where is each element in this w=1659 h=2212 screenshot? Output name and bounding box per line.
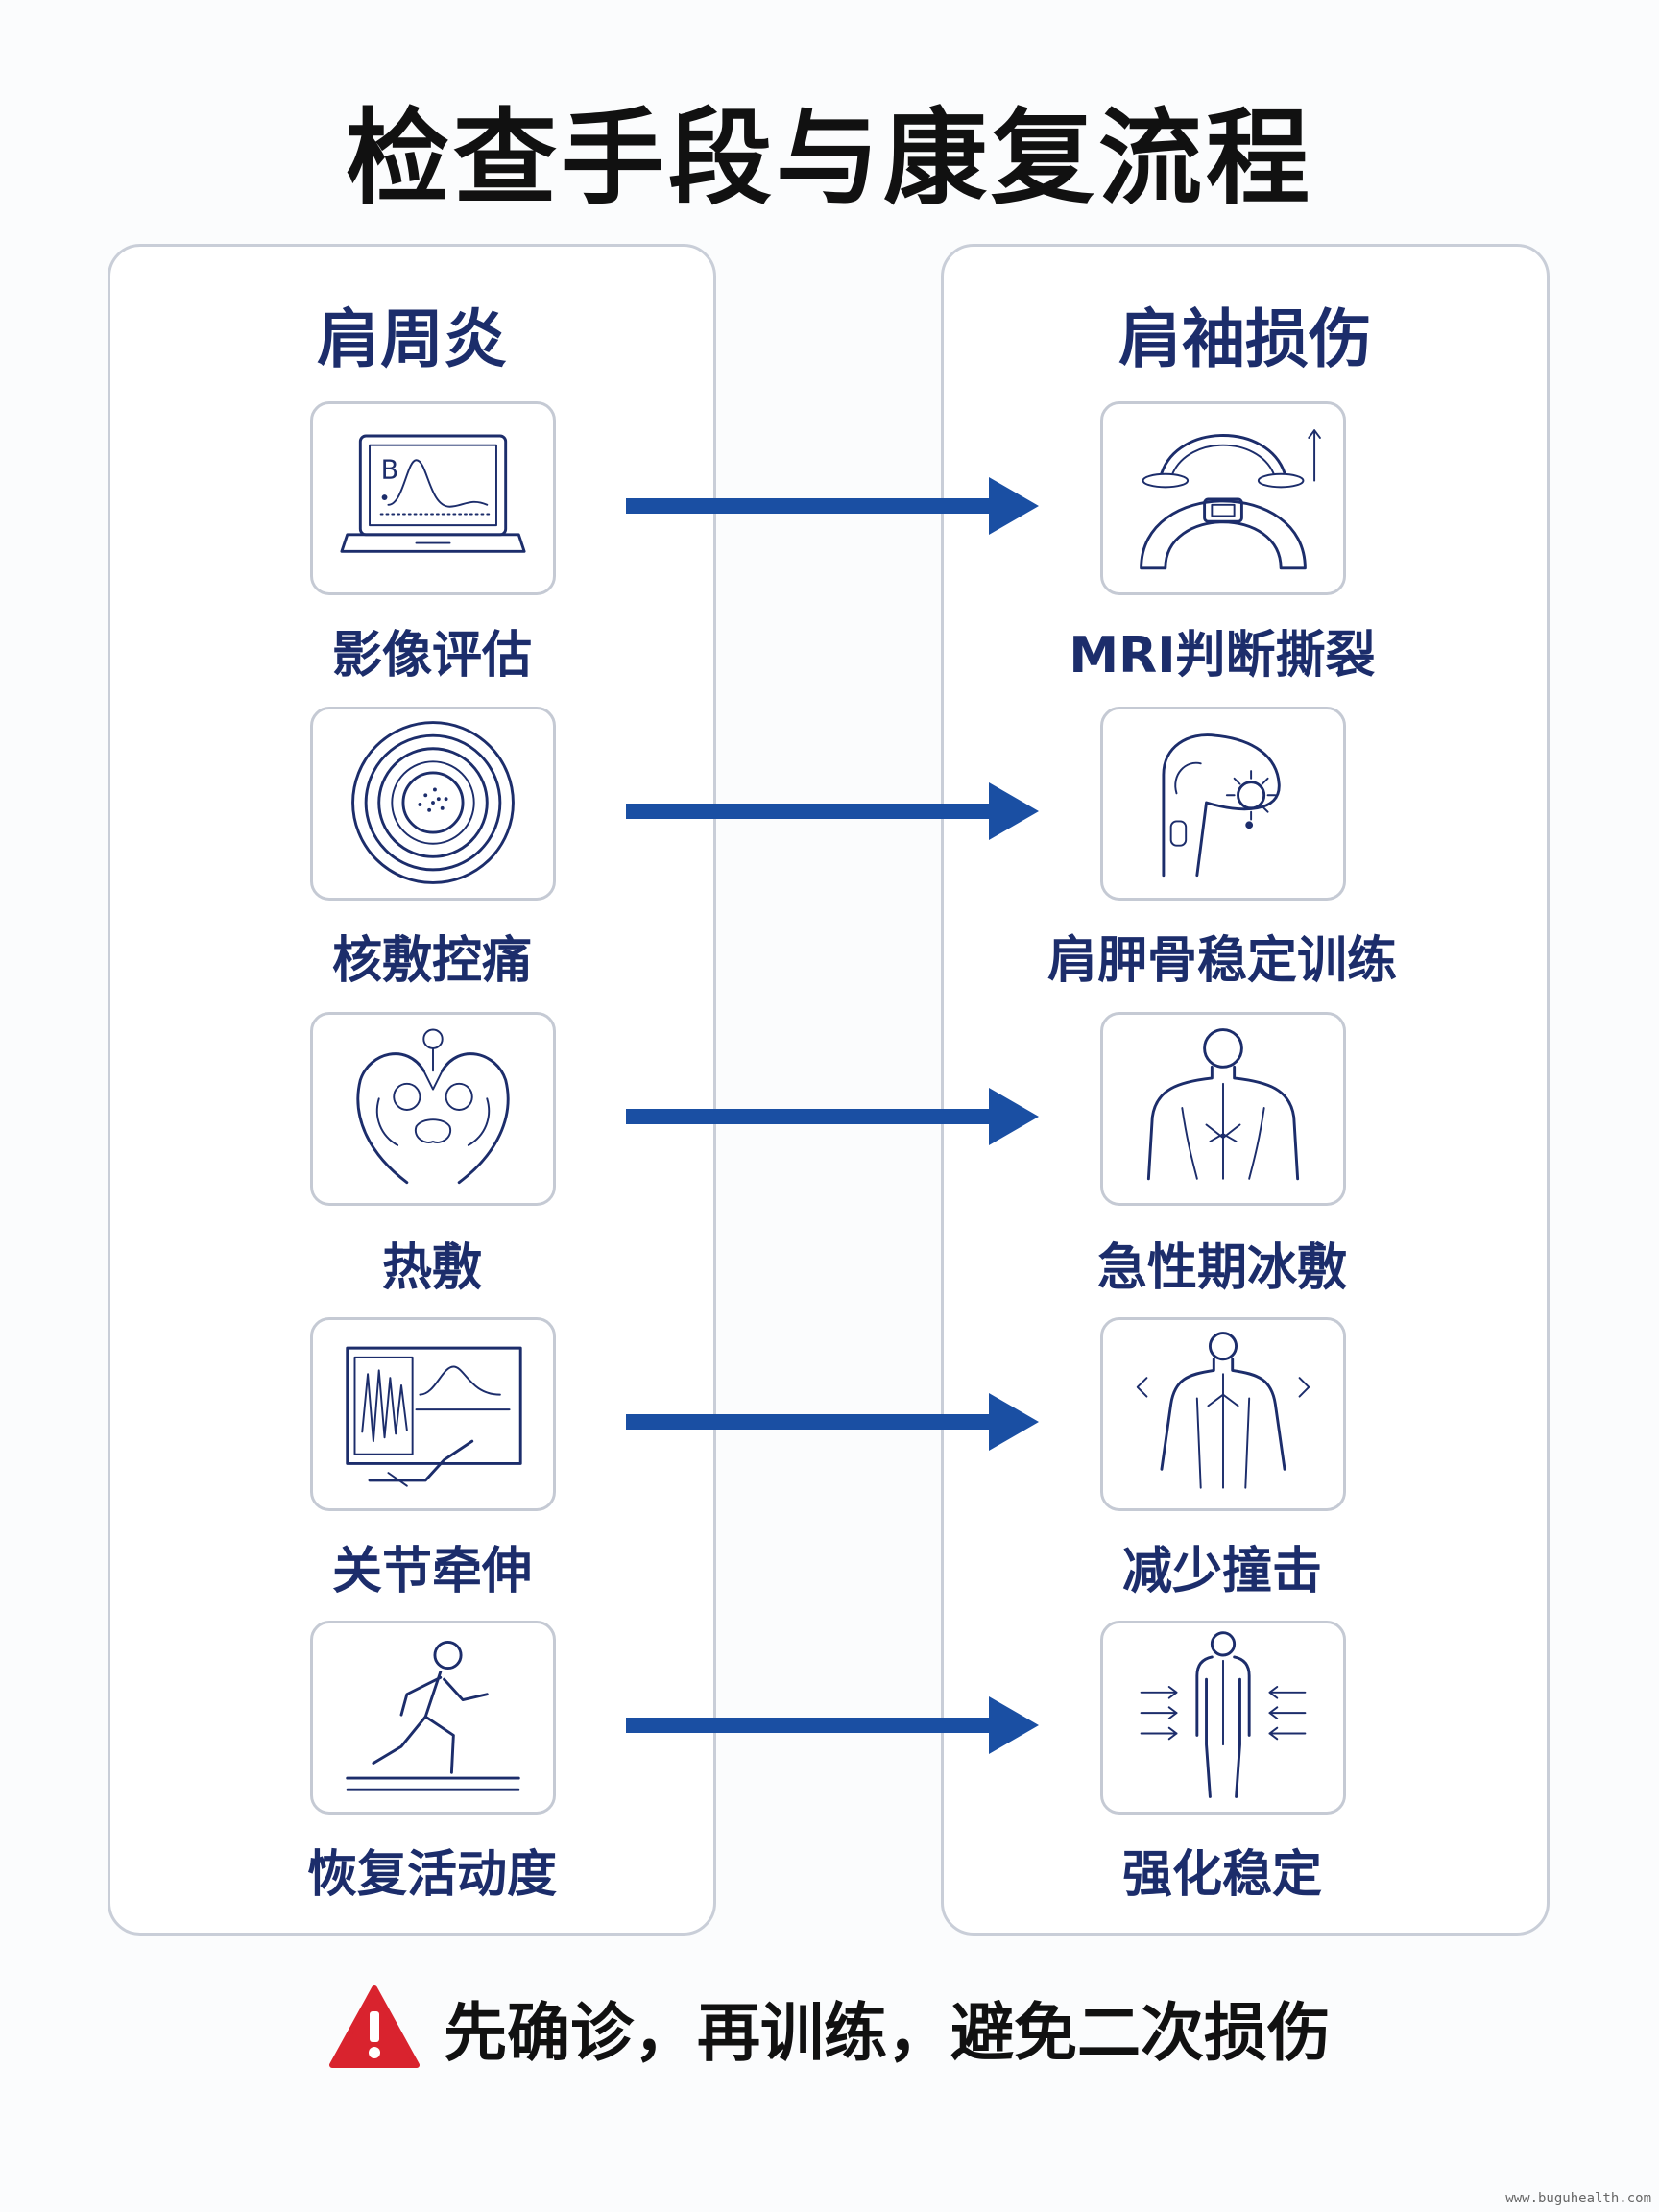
page-title: 检查手段与康复流程: [345, 99, 1313, 219]
heat-anatomy-icon: [310, 1012, 556, 1206]
label-right-2: 肩胛骨稳定训练: [1046, 932, 1397, 990]
right-arrow-icon: [626, 1696, 1039, 1754]
watermark: www.buguhealth.com: [1505, 2191, 1651, 2206]
right-arrow-icon: [626, 477, 1039, 535]
laptop-chart-icon: B: [310, 401, 556, 595]
warning-icon: [329, 1985, 420, 2068]
concentric-circles-icon: [310, 707, 556, 901]
torso-expand-icon: [1100, 1317, 1346, 1511]
right-arrow-icon: [626, 782, 1039, 840]
shoulder-joint-icon: [1100, 707, 1346, 901]
right-arrow-icon: [626, 1088, 1039, 1145]
monitor-waveform-icon: [310, 1317, 556, 1511]
label-right-5: 强化稳定: [1121, 1846, 1322, 1904]
left-column-heading: 肩周炎: [317, 302, 507, 376]
label-left-3: 热敷: [381, 1239, 482, 1297]
footer-text: 先确诊，再训练，避免二次损伤: [444, 1996, 1331, 2070]
label-right-3: 急性期冰敷: [1096, 1239, 1347, 1297]
label-left-4: 关节牵伸: [331, 1543, 532, 1600]
full-body-arrows-icon: [1100, 1621, 1346, 1815]
label-right-4: 减少撞击: [1121, 1543, 1322, 1600]
running-person-icon: [310, 1621, 556, 1815]
label-left-5: 恢复活动度: [306, 1846, 557, 1904]
mri-arc-icon: [1100, 401, 1346, 595]
laptop-letter: B: [381, 456, 399, 486]
right-column-heading: 肩袖损伤: [1118, 302, 1372, 376]
label-left-2: 核敷控痛: [331, 932, 532, 990]
label-right-1: MRI判断撕裂: [1069, 627, 1376, 685]
label-left-1: 影像评估: [331, 627, 532, 685]
upper-back-icon: [1100, 1012, 1346, 1206]
right-arrow-icon: [626, 1393, 1039, 1451]
footer-warning: 先确诊，再训练，避免二次损伤: [0, 1982, 1659, 2074]
